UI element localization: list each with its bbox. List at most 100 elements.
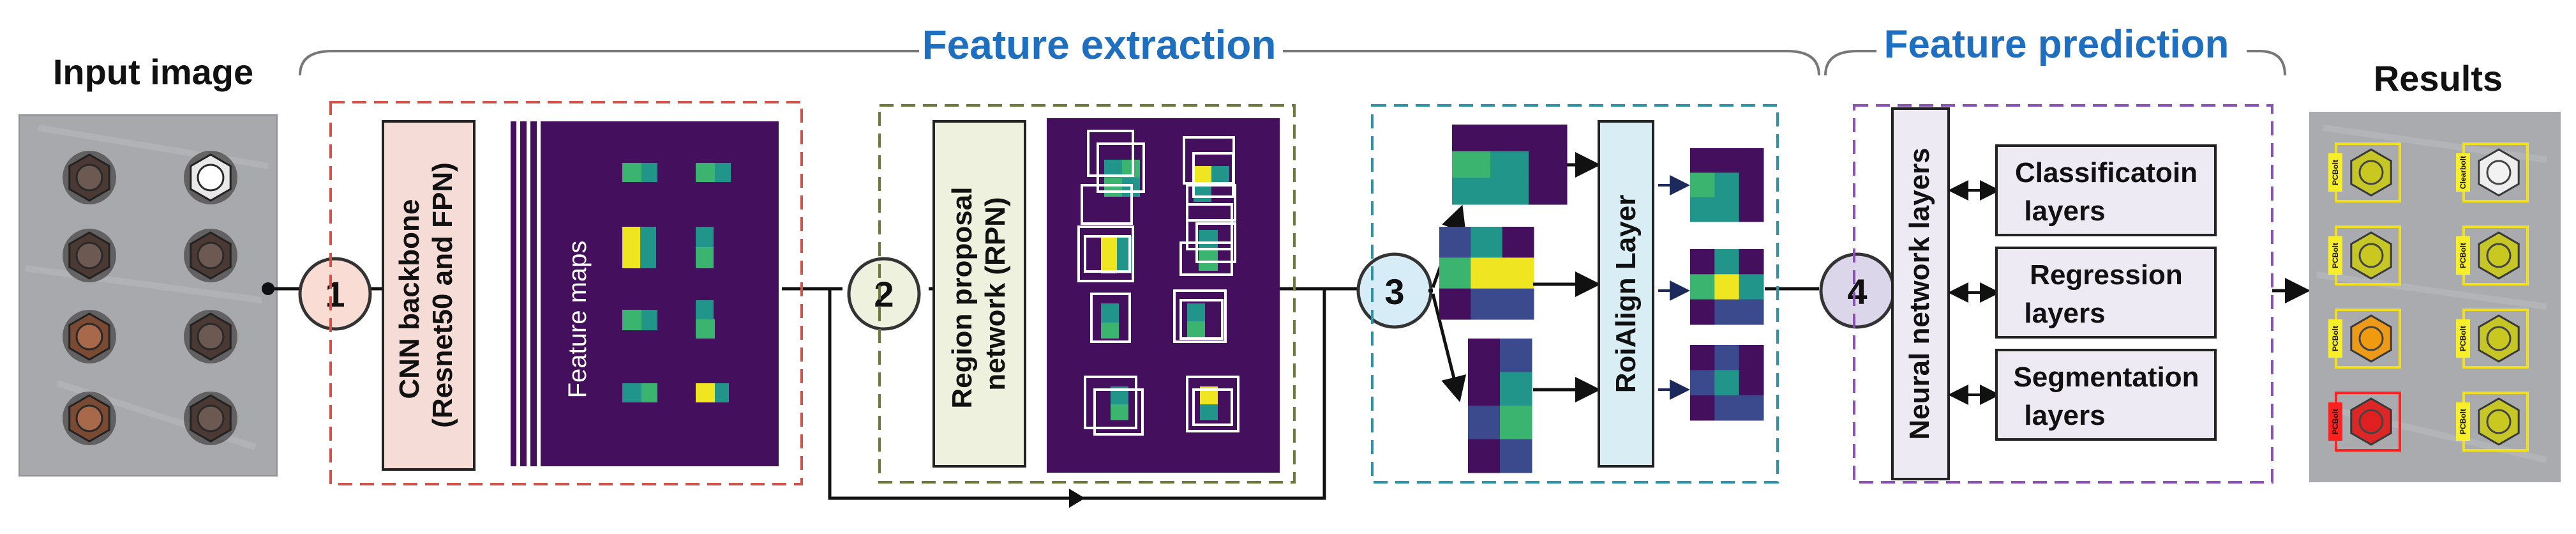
- roialign-label: RoiAlign Layer: [1610, 195, 1642, 393]
- roi-cell: [1529, 178, 1568, 205]
- proposal-box: [1186, 203, 1233, 250]
- detection-tag: [2328, 402, 2342, 441]
- detection-tag-label: PCBolt: [2331, 160, 2340, 185]
- proposal-box: [1093, 388, 1144, 436]
- rpn-section-frame: [878, 104, 1296, 484]
- roi-out-cell: [1690, 395, 1715, 421]
- detection-tag-label: PCBolt: [2331, 243, 2340, 268]
- detected-bolt-head: [2358, 160, 2384, 185]
- roi-cell: [1490, 125, 1529, 152]
- proposal-box: [1090, 293, 1131, 343]
- roi-out-cell: [1739, 148, 1764, 173]
- detection-tag-label: PCBolt: [2331, 409, 2340, 434]
- proposal-box: [1179, 241, 1233, 276]
- roi-cell: [1452, 125, 1491, 152]
- proposal-box: [1097, 142, 1145, 193]
- roi-out-cell: [1690, 172, 1715, 198]
- roi-cell: [1452, 151, 1491, 178]
- input-junction-dot: [262, 282, 274, 295]
- neural-network-label: Neural network layers: [1904, 148, 1935, 439]
- roi-cell: [1471, 257, 1503, 289]
- feature-map-activation: [622, 310, 641, 330]
- classification-label-1: Classificatoin: [2015, 157, 2198, 188]
- roi-cell: [1502, 288, 1534, 320]
- roi-out-cell: [1739, 299, 1764, 325]
- roi-cell: [1439, 227, 1471, 258]
- feature-map-activation: [640, 227, 656, 268]
- roi-out-cell: [1690, 148, 1715, 173]
- svg-text:Region proposal network: Region proposal network (RPN): [947, 179, 1011, 408]
- bolt-head: [197, 323, 225, 351]
- proposal-box: [1179, 299, 1224, 340]
- svg-text:4: 4: [1847, 271, 1867, 312]
- rpn-proposals-map: [1047, 118, 1280, 473]
- proposal-box: [1186, 376, 1239, 432]
- rpn-activation: [1200, 404, 1218, 420]
- roi-out-cell: [1714, 395, 1740, 421]
- proposal-box: [1084, 235, 1131, 273]
- detection-tag: [2456, 236, 2470, 275]
- feature-map-activation: [622, 227, 640, 268]
- roi-out-cell: [1714, 274, 1740, 300]
- bolt-head: [197, 164, 225, 192]
- feature-map-activation: [622, 383, 641, 402]
- feature-map-activation: [715, 163, 731, 182]
- rpn-activation: [1187, 321, 1205, 337]
- roi-output-maps: [1690, 148, 1764, 421]
- roi-out-cell: [1714, 148, 1740, 173]
- proposal-box: [1192, 152, 1234, 198]
- step-2-marker: 2: [847, 257, 921, 331]
- detection-tag-label: PCBolt: [2331, 326, 2340, 351]
- svg-text:2: 2: [874, 274, 894, 314]
- roi-cell: [1490, 178, 1529, 205]
- rpn-label-1: Region proposal: [947, 187, 978, 409]
- roi-cell: [1468, 439, 1501, 473]
- roi-out-cell: [1690, 249, 1715, 275]
- roi-out-cell: [1690, 345, 1715, 370]
- segmentation-label-1: Segmentation: [2014, 362, 2199, 393]
- bolt-head: [75, 404, 103, 432]
- roi-cell: [1500, 372, 1532, 406]
- detection-tag: [2328, 153, 2342, 192]
- bolt-head: [75, 323, 103, 351]
- feature-map-activation: [641, 310, 657, 330]
- detection-tag-label: PCBolt: [2459, 326, 2467, 351]
- regression-label-1: Regression: [2030, 259, 2183, 291]
- detection-tag: [2328, 236, 2342, 275]
- classification-label-2: layers: [2024, 195, 2105, 227]
- segmentation-label-2: layers: [2024, 400, 2105, 431]
- detected-bolt-head: [2358, 409, 2384, 434]
- segmentation-layers-box: Segmentation layers: [1995, 349, 2217, 441]
- detection-tag-label: Clearbolt: [2459, 156, 2467, 189]
- feature-prediction-label: Feature prediction: [1884, 22, 2229, 66]
- roi-out-cell: [1714, 197, 1740, 222]
- proposal-box: [1087, 130, 1134, 177]
- svg-text:CNN backbone (Resnet50 a: CNN backbone (Resnet50 and FPN): [394, 162, 458, 428]
- roi-cell: [1529, 151, 1568, 178]
- detected-bolt-head: [2358, 243, 2384, 268]
- cnn-backbone-box: CNN backbone (Resnet50 and FPN): [382, 120, 476, 471]
- feature-map-activation: [696, 247, 714, 268]
- rpn-activation: [1101, 303, 1119, 323]
- roi-out-cell: [1714, 370, 1740, 396]
- roi-cell: [1468, 339, 1501, 372]
- regression-layers-box: Regression layers: [1995, 247, 2217, 339]
- feature-extraction-label: Feature extraction: [922, 22, 1277, 68]
- roi-out-cell: [1739, 249, 1764, 275]
- rpn-activation: [1101, 323, 1119, 339]
- feature-map-activation: [696, 227, 714, 247]
- detected-bolt-head: [2486, 326, 2512, 351]
- roi-cell: [1439, 288, 1471, 320]
- roi-cell: [1500, 406, 1532, 439]
- rpn-activation: [1194, 166, 1211, 184]
- svg-text:1: 1: [325, 274, 345, 314]
- rpn-activation: [1211, 166, 1229, 184]
- rpn-bypass-arrowhead: [1069, 489, 1085, 508]
- roi-cell: [1468, 406, 1501, 439]
- roi-cell: [1500, 339, 1532, 372]
- input-image-label: Input image: [53, 52, 253, 92]
- roi-out-cell: [1739, 395, 1764, 421]
- roi-out-cell: [1739, 370, 1764, 396]
